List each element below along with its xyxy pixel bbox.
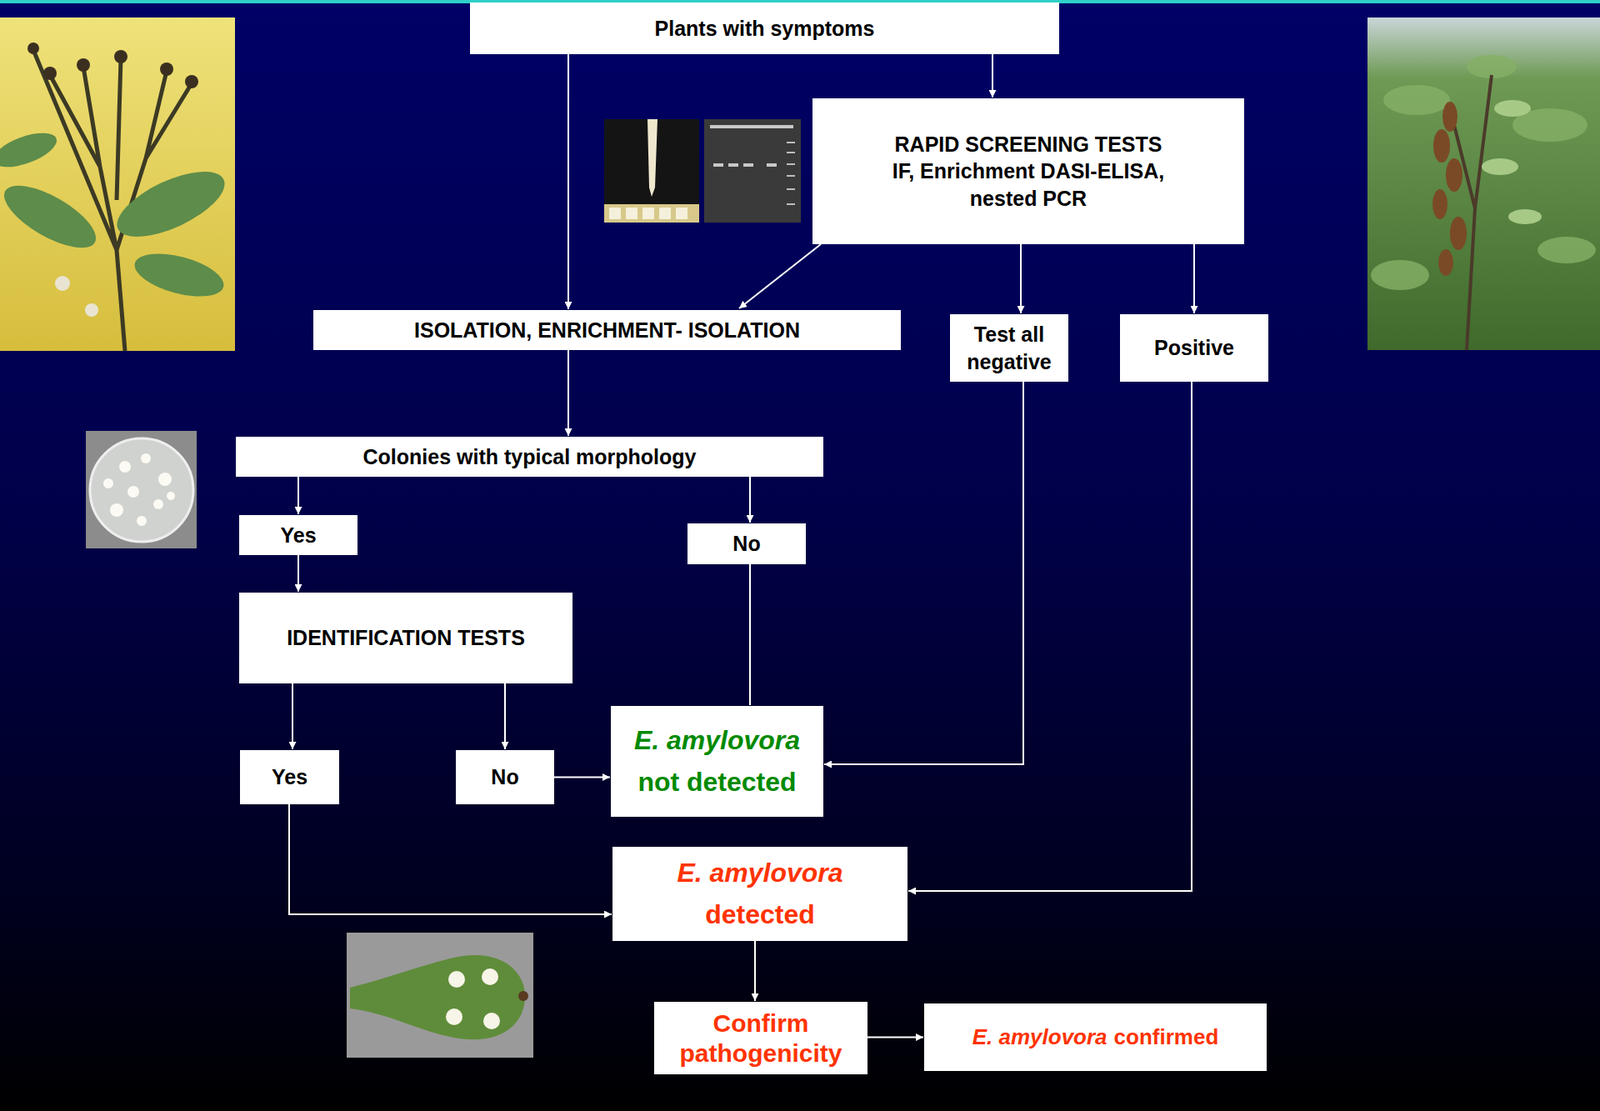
- box-label: RAPID SCREENING TESTS: [895, 130, 1163, 159]
- flow-arrow: [991, 54, 994, 98]
- process-box: ISOLATION, ENRICHMENT- ISOLATION: [313, 310, 901, 350]
- process-box: Yes: [240, 750, 340, 805]
- box-label: ISOLATION, ENRICHMENT- ISOLATION: [414, 316, 800, 345]
- flow-arrow: [567, 54, 570, 310]
- blossom-photo: [0, 17, 235, 351]
- flow-arrow: [297, 555, 300, 592]
- box-label: Yes: [280, 521, 316, 550]
- box-label: not detected: [637, 761, 796, 804]
- process-box: Yes: [239, 515, 358, 555]
- process-box: Confirm pathogenicity: [654, 1001, 868, 1075]
- flow-arrow: [754, 940, 756, 1001]
- elisa-photo: [604, 119, 700, 223]
- box-label: confirmed: [1114, 1023, 1220, 1052]
- process-box: Test all negative: [950, 314, 1069, 382]
- box-label: No: [732, 530, 760, 558]
- box-label: Plants with symptoms: [655, 15, 875, 43]
- flow-arrow: [1020, 244, 1022, 314]
- process-box: No: [687, 523, 806, 565]
- box-label: IF, Enrichment DASI-ELISA, nested PCR: [874, 157, 1183, 212]
- flow-arrow: [749, 564, 751, 705]
- flow-arrow: [297, 476, 300, 515]
- flow-arrow: [567, 350, 570, 436]
- orchard-photo: [1367, 17, 1600, 350]
- process-box: Positive: [1120, 314, 1269, 382]
- box-label: Test all negative: [958, 320, 1060, 375]
- box-label: E. amylovora: [634, 720, 800, 762]
- box-label: E. amylovora: [676, 852, 843, 895]
- petri-dish-photo: [85, 430, 197, 549]
- box-label: IDENTIFICATION TESTS: [286, 624, 525, 652]
- process-box: E. amylovoraconfirmed: [924, 1003, 1267, 1071]
- process-box: E. amylovoranot detected: [610, 705, 824, 817]
- process-box: IDENTIFICATION TESTS: [239, 592, 573, 684]
- process-box: No: [455, 750, 555, 805]
- pear-photo: [346, 932, 534, 1058]
- process-box: RAPID SCREENING TESTSIF, Enrichment DASI…: [812, 98, 1245, 245]
- flow-arrow: [824, 381, 1024, 765]
- box-label: Yes: [271, 763, 308, 791]
- process-box: Colonies with typical morphology: [235, 436, 824, 477]
- process-box: E. amylovoradetected: [612, 846, 908, 941]
- box-label: Colonies with typical morphology: [362, 443, 696, 471]
- flow-arrow: [867, 1036, 924, 1039]
- process-box: Plants with symptoms: [470, 2, 1060, 55]
- flow-arrow: [289, 804, 612, 915]
- box-label: Positive: [1154, 334, 1235, 362]
- flow-arrow: [739, 244, 821, 309]
- box-label: E. amylovora: [972, 1023, 1108, 1052]
- box-label: Confirm pathogenicity: [662, 1008, 860, 1069]
- flow-arrow: [908, 381, 1192, 891]
- flow-arrow: [749, 476, 751, 523]
- flow-arrow: [554, 776, 610, 779]
- box-label: No: [490, 763, 519, 791]
- pcr-gel-photo: [704, 119, 801, 223]
- flow-arrow: [504, 683, 506, 750]
- flow-arrow: [291, 683, 294, 750]
- flow-arrow: [1193, 244, 1195, 314]
- box-label: detected: [705, 894, 815, 936]
